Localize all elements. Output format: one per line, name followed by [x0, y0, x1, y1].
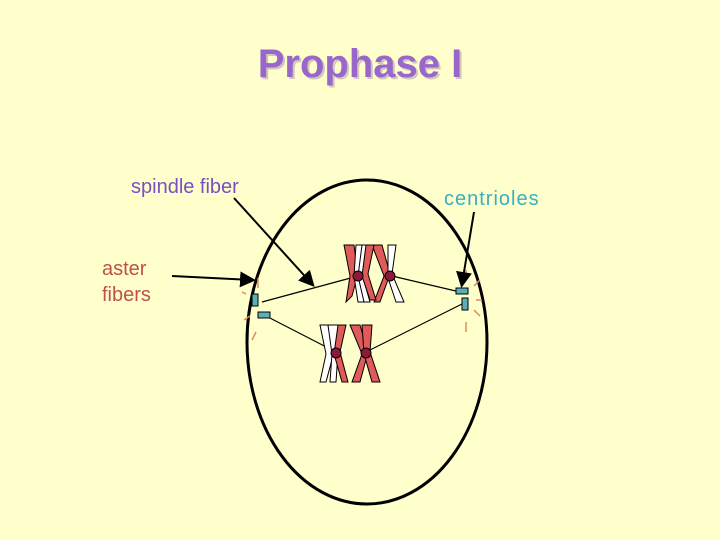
- aster-label-line2: fibers: [102, 284, 151, 306]
- aster-fibers-label: aster fibers: [102, 256, 151, 308]
- left-centriole-horizontal: [257, 311, 271, 319]
- lower-chromosome-pair: [319, 324, 381, 383]
- aster-fibers-pointer: [171, 271, 256, 288]
- slide-title: Prophase I: [257, 42, 463, 86]
- centrioles-pointer: [456, 211, 475, 288]
- centrioles-label: centrioles: [444, 188, 540, 210]
- upper-chromosome-pair: [343, 244, 405, 304]
- spindle-fiber-pointer: [233, 197, 315, 287]
- aster-label-line1: aster: [102, 258, 147, 280]
- left-aster-rays: [241, 278, 259, 341]
- spindle-fiber-label: spindle fiber: [131, 176, 239, 198]
- cell-membrane: [245, 178, 489, 506]
- left-centriole-vertical: [251, 293, 259, 307]
- right-centriole-horizontal: [455, 287, 469, 295]
- right-aster-rays: [465, 270, 482, 332]
- right-centriole-vertical: [461, 297, 469, 311]
